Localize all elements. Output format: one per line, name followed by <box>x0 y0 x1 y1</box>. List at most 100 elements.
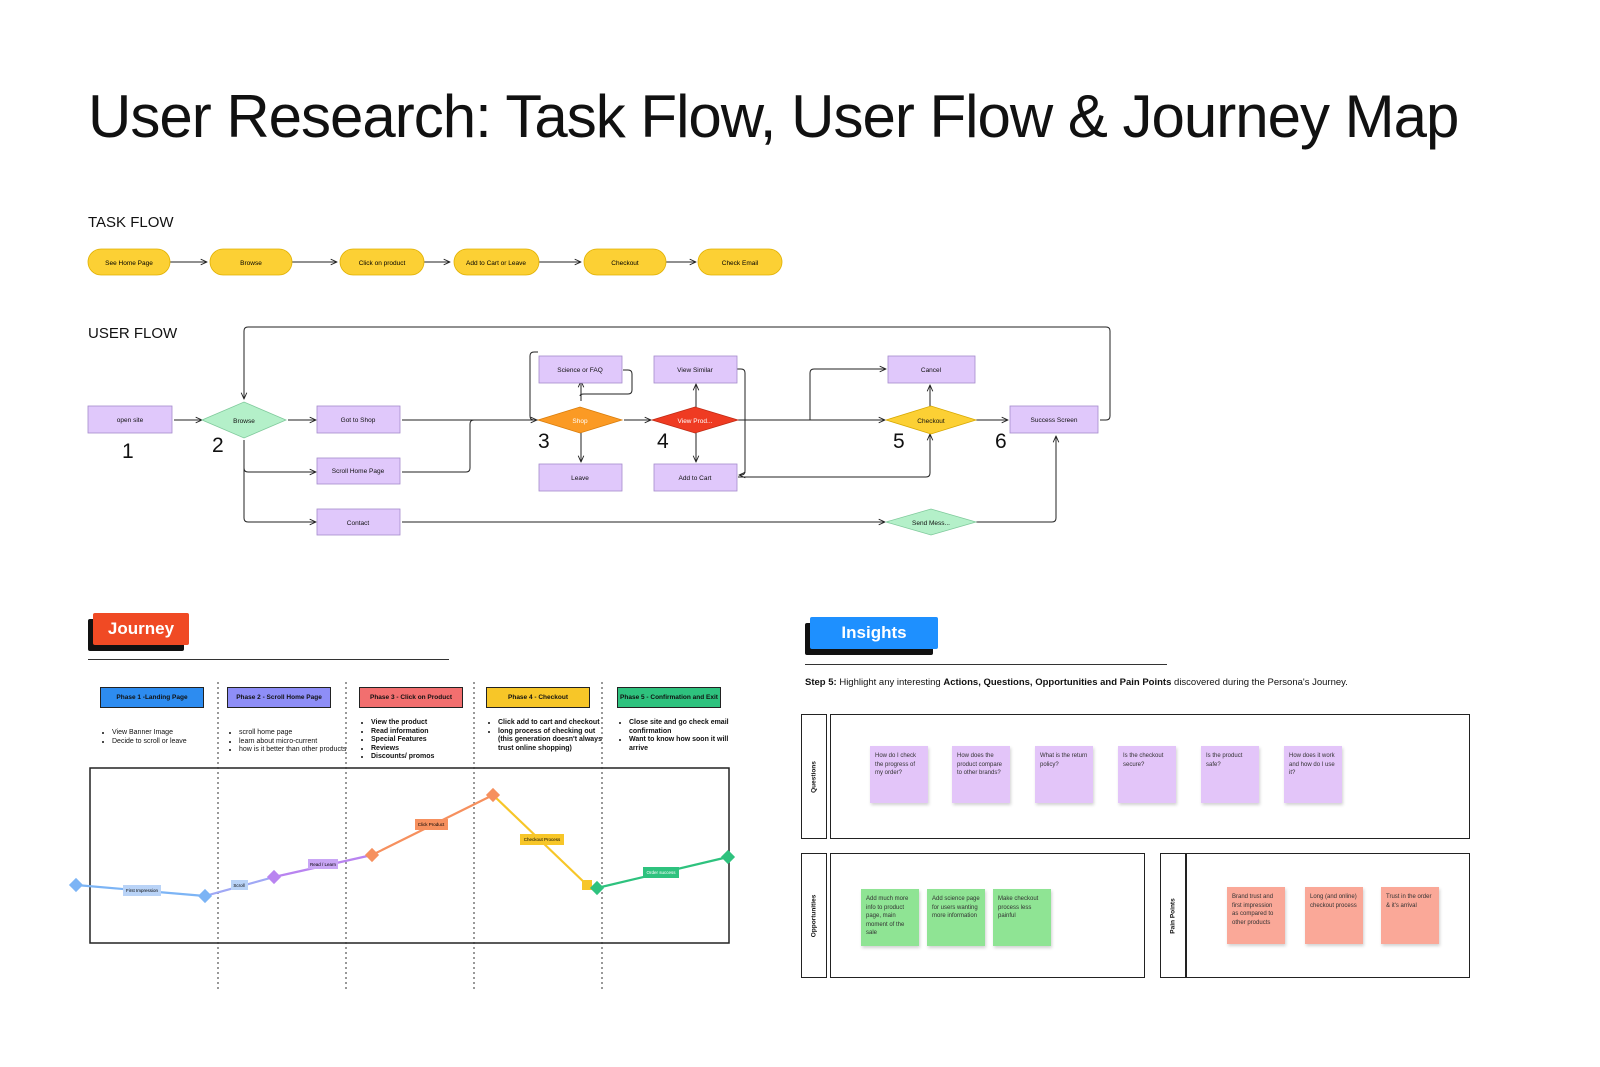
node-add-to-cart-box <box>653 463 738 492</box>
task-step-click-on-product[interactable]: Click on product <box>339 248 425 276</box>
user-flow-label: USER FLOW <box>88 325 178 342</box>
curve-point <box>589 880 605 896</box>
phase-bullet: Special Features <box>371 736 479 745</box>
node-cancel[interactable]: Cancel <box>887 355 976 384</box>
node-view-product[interactable]: View Prod... <box>650 406 740 434</box>
task-flow-label: TASK FLOW <box>88 214 174 231</box>
node-science-or-faq[interactable]: Science or FAQ <box>538 355 623 384</box>
phase-bullet: Decide to scroll or leave <box>112 738 220 747</box>
node-browse[interactable]: Browse <box>200 401 288 439</box>
step-text-end: discovered during the Persona's Journey. <box>1171 677 1348 688</box>
step-bold-text: Actions, Questions, Opportunities and Pa… <box>943 677 1172 688</box>
task-step-pill <box>697 248 783 276</box>
curve-labels: First Impression Scroll Read / Learn Cli… <box>123 819 679 896</box>
phase-header: Phase 4 - Checkout <box>486 687 590 708</box>
phase-bullet: Read information <box>371 728 479 737</box>
task-step-see-home-page[interactable]: See Home Page <box>87 248 171 276</box>
step-text: Highlight any interesting <box>836 677 944 688</box>
node-checkout-diamond <box>884 405 978 435</box>
curve-point <box>364 847 380 863</box>
node-view-similar[interactable]: View Similar <box>653 355 738 384</box>
emotion-curve <box>75 794 729 898</box>
curve-label: Read / Learn <box>310 862 337 867</box>
node-got-to-shop-box <box>316 405 401 434</box>
task-step-label: Browse <box>240 260 262 267</box>
opportunity-sticky[interactable]: Add science page for users wanting more … <box>927 889 985 946</box>
question-sticky[interactable]: What is the return policy? <box>1035 746 1093 803</box>
curve-point <box>485 787 501 803</box>
journey-chart: First Impression Scroll Read / Learn Cli… <box>68 682 736 992</box>
node-checkout[interactable]: Checkout <box>884 405 978 435</box>
node-success-screen[interactable]: Success Screen <box>1009 405 1099 434</box>
curve-point <box>582 880 592 890</box>
user-flow-connectors <box>174 326 1111 522</box>
node-science-or-faq-box <box>538 355 623 384</box>
phase-bullets: View the productRead informationSpecial … <box>361 719 479 762</box>
opportunity-sticky[interactable]: Add much more info to product page, main… <box>861 889 919 946</box>
phase-bullets: Click add to cart and checkoutlong proce… <box>488 719 606 753</box>
node-add-to-cart[interactable]: Add to Cart <box>653 463 738 492</box>
phase-header: Phase 5 - Confirmation and Exit <box>617 687 721 708</box>
node-scroll-home-page[interactable]: Scroll Home Page <box>316 457 401 485</box>
task-step-label: Checkout <box>611 260 639 267</box>
phase-bullet: scroll home page <box>239 729 347 738</box>
node-got-to-shop[interactable]: Got to Shop <box>316 405 401 434</box>
task-step-pill <box>87 248 171 276</box>
node-view-similar-label: View Similar <box>677 367 713 374</box>
node-open-site-label: open site <box>117 417 144 424</box>
phase-bullet: View Banner Image <box>112 729 220 738</box>
phase-header: Phase 2 - Scroll Home Page <box>227 687 331 708</box>
task-step-label: Check Email <box>722 260 759 267</box>
pain-point-sticky[interactable]: Brand trust and first impression as comp… <box>1227 887 1285 944</box>
journey-frame <box>89 767 730 944</box>
node-cancel-box <box>887 355 976 384</box>
task-step-check-email[interactable]: Check Email <box>697 248 783 276</box>
node-scroll-home-page-label: Scroll Home Page <box>332 468 385 475</box>
journey-divider <box>88 659 449 660</box>
node-open-site[interactable]: open site <box>87 405 173 434</box>
journey-tag: Journey <box>93 613 189 645</box>
step-number: 5 <box>893 430 905 453</box>
node-view-similar-box <box>653 355 738 384</box>
node-leave-label: Leave <box>571 475 589 482</box>
phase-bullet: Click add to cart and checkout <box>498 719 606 728</box>
node-contact-box <box>316 508 401 536</box>
user-flow-nodes: open site Browse Got to Shop Scroll Home… <box>87 355 1099 536</box>
pain-point-sticky[interactable]: Trust in the order & it's arrival <box>1381 887 1439 944</box>
step-number: 1 <box>122 440 134 463</box>
opportunity-sticky[interactable]: Make checkout process less painful <box>993 889 1051 946</box>
node-checkout-label: Checkout <box>917 418 945 425</box>
emotion-points <box>68 787 736 904</box>
phase-bullet: learn about micro-current <box>239 738 347 747</box>
task-step-add-to-cart-or-leave[interactable]: Add to Cart or Leave <box>453 248 540 276</box>
insights-tag: Insights <box>810 617 938 649</box>
curve-label: Checkout Process <box>524 837 561 842</box>
task-step-checkout[interactable]: Checkout <box>583 248 667 276</box>
node-cancel-label: Cancel <box>921 367 942 374</box>
node-contact[interactable]: Contact <box>316 508 401 536</box>
insights-instructions: Step 5: Highlight any interesting Action… <box>805 677 1348 688</box>
curve-label: First Impression <box>126 888 159 893</box>
page-title: User Research: Task Flow, User Flow & Jo… <box>88 83 1459 150</box>
pain-point-sticky[interactable]: Long (and online) checkout process <box>1305 887 1363 944</box>
node-send-message[interactable]: Send Mess... <box>884 508 978 536</box>
question-sticky[interactable]: How do I check the progress of my order? <box>870 746 928 803</box>
task-flow-steps: See Home Page Browse Click on product Ad… <box>87 248 783 276</box>
task-step-pill <box>583 248 667 276</box>
phase-bullet: Discounts/ promos <box>371 753 479 762</box>
curve-label: Click Product <box>418 822 445 827</box>
node-success-screen-label: Success Screen <box>1031 417 1078 424</box>
question-sticky[interactable]: How does it work and how do I use it? <box>1284 746 1342 803</box>
task-step-label: See Home Page <box>105 260 153 267</box>
task-step-browse[interactable]: Browse <box>209 248 293 276</box>
node-shop[interactable]: Shop <box>536 406 624 434</box>
question-sticky[interactable]: How does the product compare to other br… <box>952 746 1010 803</box>
question-sticky[interactable]: Is the checkout secure? <box>1118 746 1176 803</box>
curve-point <box>68 877 84 893</box>
insights-divider <box>805 664 1167 665</box>
question-sticky[interactable]: Is the product safe? <box>1201 746 1259 803</box>
step-number: 3 <box>538 430 550 453</box>
node-leave[interactable]: Leave <box>538 463 623 492</box>
phase-bullet: long process of checking out (this gener… <box>498 728 606 754</box>
curve-point <box>266 869 282 885</box>
